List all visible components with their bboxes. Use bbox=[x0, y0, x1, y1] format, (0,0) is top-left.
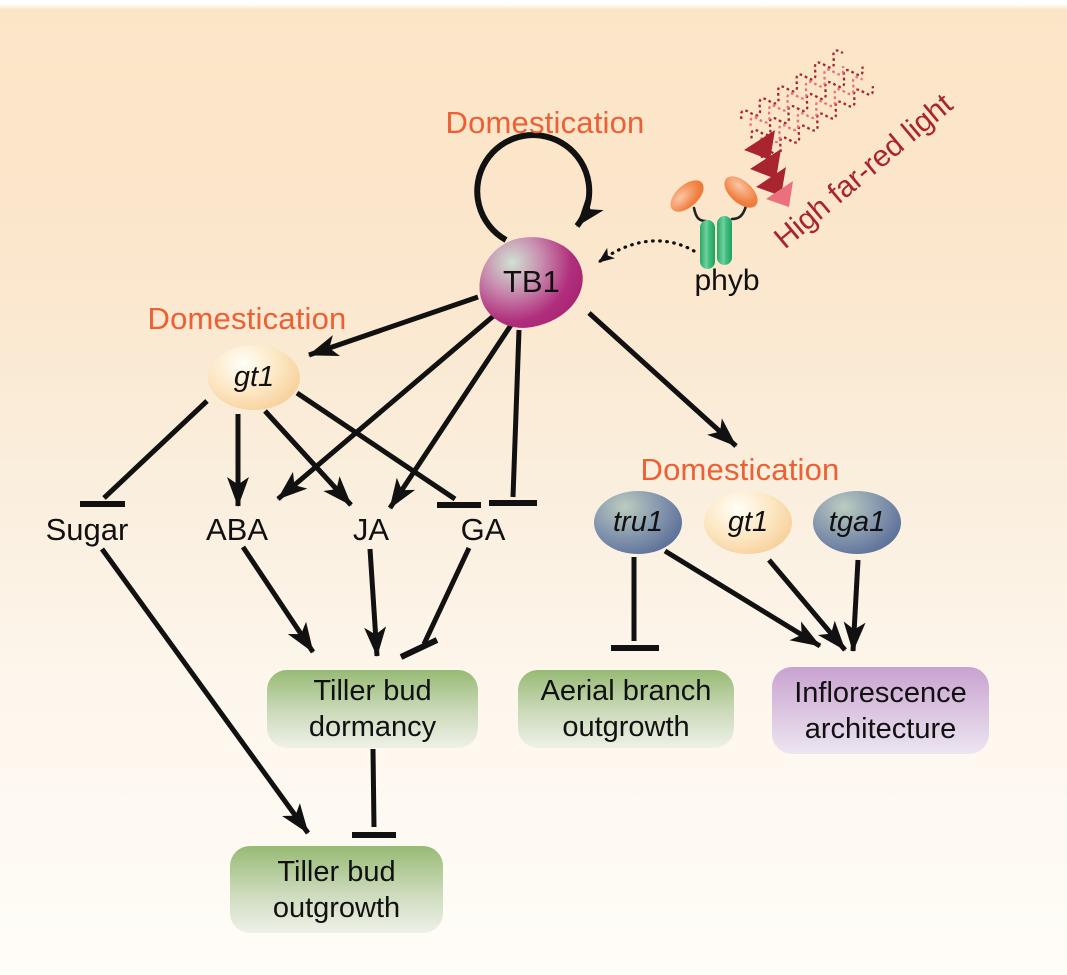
edge-phyb-tb1 bbox=[597, 239, 696, 264]
edge-ja-dormancy bbox=[364, 548, 387, 657]
domestication-label-top: Domestication bbox=[445, 105, 645, 140]
phyb-label: phyb bbox=[694, 264, 760, 297]
edge-gt1-inflorescence bbox=[767, 558, 847, 652]
box-aerial-branch-outgrowth: Aerial branch outgrowth bbox=[518, 670, 734, 748]
edge-tb1-domestication-right bbox=[587, 311, 738, 448]
edge-tb1-self-loop bbox=[474, 132, 604, 243]
node-aba: ABA bbox=[205, 512, 269, 547]
phyb-connector-right bbox=[730, 204, 748, 221]
phyb-capsule-right bbox=[717, 216, 732, 265]
phyb-capsule-left bbox=[700, 220, 715, 269]
edge-tb1-gt1 bbox=[308, 294, 479, 358]
edge-dormancy-outgrowth-inhibit bbox=[352, 748, 396, 838]
node-tb1-label: TB1 bbox=[502, 264, 560, 300]
box-aerial-branch-outgrowth-line1: Aerial branch bbox=[540, 675, 712, 707]
node-gt1-right: gt1 bbox=[704, 491, 792, 554]
edge-gt1-sugar-inhibit bbox=[80, 399, 209, 507]
node-sugar: Sugar bbox=[45, 512, 129, 547]
box-tiller-bud-outgrowth: Tiller bud outgrowth bbox=[230, 846, 443, 933]
node-tga1: tga1 bbox=[813, 491, 901, 554]
edge-gt1-ga-inhibit bbox=[295, 390, 481, 508]
node-gt1-left: gt1 bbox=[208, 345, 300, 410]
box-inflorescence-architecture-line2: architecture bbox=[804, 712, 957, 745]
box-inflorescence-architecture-line1: Inflorescence bbox=[794, 676, 967, 709]
edge-tb1-ga-inhibit bbox=[489, 329, 537, 506]
node-gt1-left-label: gt1 bbox=[233, 361, 275, 393]
box-tiller-bud-dormancy-line2: dormancy bbox=[308, 711, 437, 743]
node-ga: GA bbox=[460, 512, 506, 547]
edge-sugar-tiller-bud-outgrowth bbox=[99, 547, 311, 835]
box-aerial-branch-outgrowth-line2: outgrowth bbox=[562, 711, 690, 743]
edge-aba-dormancy bbox=[240, 545, 316, 654]
box-tiller-bud-outgrowth-line2: outgrowth bbox=[272, 891, 401, 924]
domestication-label-right: Domestication bbox=[640, 452, 840, 487]
node-tru1: tru1 bbox=[594, 491, 682, 554]
edge-gt1-ja bbox=[263, 409, 353, 507]
box-tiller-bud-dormancy-line1: Tiller bud bbox=[313, 675, 432, 707]
box-inflorescence-architecture: Inflorescence architecture bbox=[772, 667, 989, 754]
edge-tga1-inflorescence bbox=[843, 559, 866, 652]
phyb-connector-left bbox=[692, 206, 708, 223]
far-red-light-rays-icon bbox=[739, 49, 875, 159]
node-ja: JA bbox=[352, 512, 390, 547]
edge-ga-dormancy-inhibit bbox=[399, 546, 472, 660]
edge-tb1-ja bbox=[387, 320, 516, 510]
edge-tb1-aba bbox=[276, 311, 499, 501]
box-tiller-bud-outgrowth-line1: Tiller bud bbox=[277, 855, 396, 888]
edge-tru1-inflorescence bbox=[663, 548, 822, 649]
node-tru1-label: tru1 bbox=[613, 506, 663, 538]
far-red-arrowheads-icon bbox=[744, 130, 793, 207]
box-tiller-bud-dormancy: Tiller bud dormancy bbox=[267, 670, 478, 748]
node-gt1-right-label: gt1 bbox=[727, 506, 769, 538]
edge-tru1-aerial-inhibit bbox=[611, 557, 659, 651]
node-tga1-label: tga1 bbox=[828, 506, 886, 538]
domestication-label-left: Domestication bbox=[147, 301, 347, 336]
